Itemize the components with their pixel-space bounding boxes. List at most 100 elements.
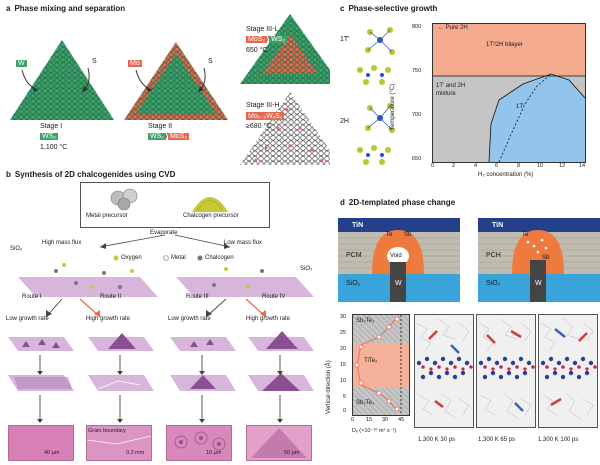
low-mass-flux-label: Low mass flux — [224, 240, 263, 246]
w-label-2: W — [535, 280, 542, 287]
x-tick-14: 14 — [579, 163, 586, 169]
dy-tick-30: 30 — [340, 314, 347, 320]
stage1-compound: WS₂ — [40, 133, 58, 140]
phase-2h-label: 2H — [340, 118, 349, 125]
route-4-label: Route IV — [262, 294, 286, 300]
crystal-structures — [357, 27, 395, 165]
micrograph-4 — [246, 425, 312, 461]
dy-tick-15: 15 — [340, 362, 347, 368]
dy-tick-20: 20 — [340, 346, 347, 352]
md-label-2: 1,300 K 65 ps — [478, 437, 516, 443]
stage3h-compound: Mo₁₋ₓWₓS₂ — [246, 112, 285, 120]
s-source-label-1: S — [92, 58, 97, 65]
md-snapshot-3 — [538, 314, 598, 428]
diffusion-ylabel: Vertical direction (Å) — [326, 360, 332, 414]
stage3h-label: Stage III-H — [246, 102, 280, 109]
legend-metal: Metal — [171, 255, 186, 261]
pcm-label: PCM — [346, 252, 362, 259]
diffusion-plot — [352, 314, 410, 416]
mo-source-label: Mo — [128, 60, 142, 67]
dx-tick-0: 0 — [351, 417, 355, 423]
metal-precursor-label: Metal precursor — [86, 213, 128, 219]
dy-tick-10: 10 — [340, 378, 347, 384]
rate-1-label: Low growth rate — [6, 316, 49, 322]
sb-label-2: Sb — [542, 255, 550, 261]
route-1-label: Route I — [22, 294, 42, 300]
panel-a-illustration — [10, 14, 330, 165]
x-tick-10: 10 — [537, 163, 544, 169]
stage3l-label: Stage III-L — [246, 26, 279, 33]
sio2-label-1: SiO₂ — [346, 280, 361, 287]
dx-tick-45: 45 — [398, 417, 405, 423]
route-2-label: Route II — [100, 294, 122, 300]
evaporate-label: Evaporate — [150, 230, 178, 236]
md-label-3: 1,300 K 100 ps — [538, 437, 579, 443]
stage3h-temp: ≥680 °C — [246, 123, 272, 130]
y-tick-650: 650 — [412, 156, 422, 162]
phase-1t-label: 1T′ — [340, 36, 350, 43]
phase-diagram — [432, 23, 586, 163]
diffusion-xlabel: Dₓ (×10⁻¹⁰ m² s⁻¹) — [352, 428, 397, 434]
md-snapshot-1 — [414, 314, 474, 428]
sio2-left-label: SiO₂ — [10, 246, 23, 252]
precursor-box — [80, 182, 270, 228]
void-label: Void — [390, 253, 402, 259]
x-tick-4: 4 — [474, 163, 478, 169]
s-source-label-2: S — [208, 58, 213, 65]
layer-label-top: Sb₂Te₃ — [356, 318, 375, 324]
cvd-schematic — [8, 234, 314, 423]
stage3l-compounds: MoS₂/WS₂ — [246, 36, 288, 43]
legend-chalcogen: Chalcogen — [205, 255, 234, 261]
stage3l-temp: 650 °C — [246, 47, 268, 54]
micrograph-1 — [8, 425, 74, 461]
legend-oxygen: Oxygen — [121, 255, 142, 261]
sb-label-1: Sb — [404, 232, 412, 238]
x-tick-2: 2 — [452, 163, 456, 169]
phase-xlabel: H₂ concentration (%) — [478, 172, 534, 178]
rate-2-label: High growth rate — [86, 316, 131, 322]
precursor-images — [110, 188, 228, 212]
dy-tick-5: 5 — [343, 394, 347, 400]
stage1-label: Stage I — [40, 123, 63, 130]
md-label-1: 1,300 K 30 ps — [418, 437, 456, 443]
scale-bar-4: 50 μm — [284, 450, 300, 456]
scale-bar-2: 0.2 mm — [126, 450, 145, 456]
x-tick-8: 8 — [517, 163, 521, 169]
sio2-label-2: SiO₂ — [486, 280, 501, 287]
dx-tick-15: 15 — [366, 417, 373, 423]
x-tick-12: 12 — [559, 163, 566, 169]
phase-ylabel: Temperature (°C) — [390, 83, 396, 130]
micrograph-2 — [86, 425, 152, 461]
scale-bar-1: 40 μm — [44, 450, 60, 456]
region-1t: 1T′ — [516, 104, 525, 110]
w-source-label: W — [16, 60, 27, 67]
layer-label-middle: TiTe₂ — [364, 358, 378, 364]
tin-label-2: TiN — [492, 222, 504, 229]
stage1-temp: 1,100 °C — [40, 144, 68, 151]
te-label-1: Te — [386, 232, 393, 238]
dx-tick-30: 30 — [382, 417, 389, 423]
x-tick-0: 0 — [431, 163, 435, 169]
region-pure-2h: ← Pure 2H — [438, 25, 468, 31]
tin-label-1: TiN — [352, 222, 364, 229]
high-mass-flux-label: High mass flux — [42, 240, 82, 246]
rate-3-label: Low growth rate — [168, 316, 211, 322]
scale-bar-3: 10 μm — [206, 450, 222, 456]
pch-label: PCH — [486, 252, 501, 259]
chalcogen-precursor-label: Chalcogen precursor — [183, 213, 239, 219]
dy-tick-25: 25 — [340, 330, 347, 336]
sio2-right-label: SiO₂ — [300, 266, 313, 272]
route-3-label: Route III — [186, 294, 209, 300]
grain-boundary-label: Grain boundary — [88, 428, 126, 434]
layer-label-bottom: Sb₂Te₃ — [356, 400, 375, 406]
region-bilayer: 1T′/2H bilayer — [486, 42, 523, 48]
micrograph-3 — [166, 425, 232, 461]
x-tick-6: 6 — [495, 163, 499, 169]
te-label-2: Te — [522, 232, 529, 238]
stage2-compounds: WS₂/MoS₂ — [148, 133, 190, 140]
dy-tick-0: 0 — [343, 408, 347, 414]
